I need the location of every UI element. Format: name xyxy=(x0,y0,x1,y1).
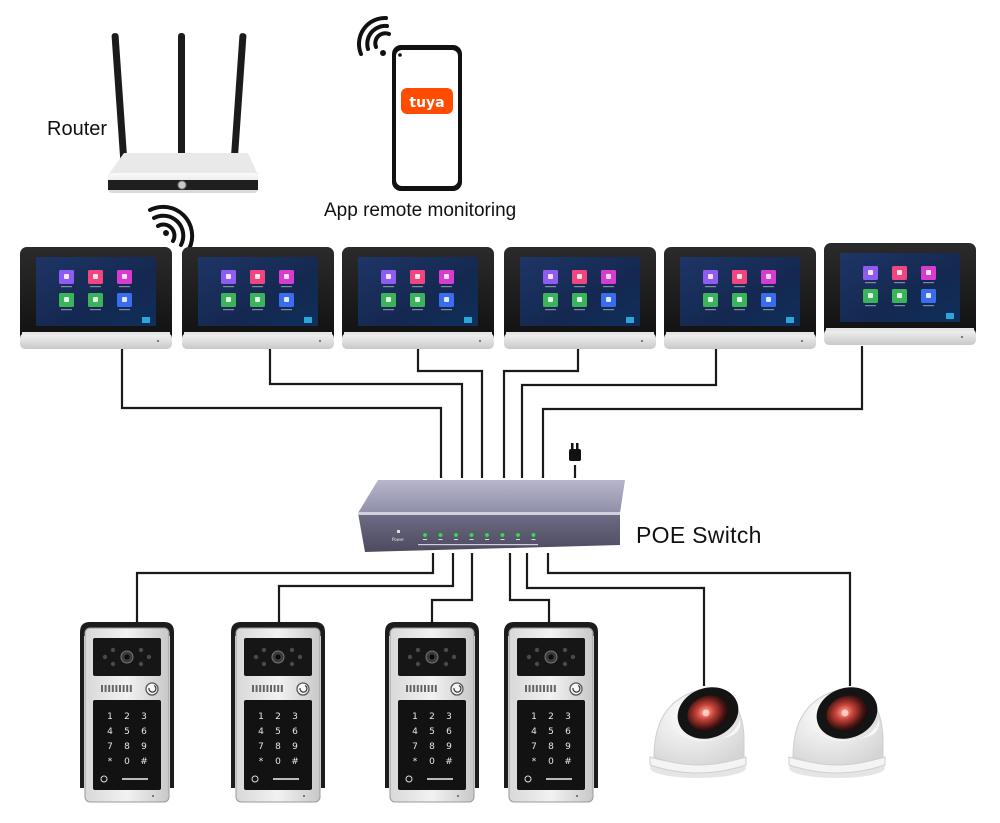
indoor-monitor-icon xyxy=(182,247,334,349)
cable-camera-2 xyxy=(546,553,852,686)
svg-text:7: 7 xyxy=(258,742,264,752)
indoor-monitor-icon xyxy=(504,247,656,349)
tuya-logo-text: tuya xyxy=(409,95,444,111)
poe-switch-label: POE Switch xyxy=(636,522,762,548)
dome-camera-icon xyxy=(649,687,747,778)
cable-door-1 xyxy=(135,553,435,624)
svg-text:0: 0 xyxy=(275,757,281,767)
svg-text:8: 8 xyxy=(275,742,281,752)
smartphone-icon: tuya xyxy=(392,45,462,191)
cable-door-4 xyxy=(508,553,551,624)
door-station-icon: 1 2 3 4 5 6 7 8 9 * 0 # xyxy=(504,622,598,803)
svg-text:6: 6 xyxy=(292,727,298,737)
svg-text:#: # xyxy=(140,757,148,767)
svg-text:2: 2 xyxy=(429,712,435,722)
svg-text:1: 1 xyxy=(107,712,113,722)
camera-group xyxy=(649,687,886,778)
cable-camera-1 xyxy=(525,553,706,686)
cable-lines xyxy=(120,346,864,686)
wifi-icon xyxy=(148,204,195,251)
svg-text:Power: Power xyxy=(392,537,404,542)
cable-monitor-1 xyxy=(120,348,443,478)
svg-text:0: 0 xyxy=(124,757,130,767)
svg-text:3: 3 xyxy=(141,712,147,722)
svg-text:6: 6 xyxy=(565,727,571,737)
svg-text:9: 9 xyxy=(565,742,571,752)
cable-monitor-4 xyxy=(502,348,580,478)
svg-text:6: 6 xyxy=(446,727,452,737)
svg-text:*: * xyxy=(108,757,113,767)
cable-monitor-3 xyxy=(416,348,484,478)
svg-text:7: 7 xyxy=(531,742,537,752)
router-icon xyxy=(108,33,258,193)
svg-text:1: 1 xyxy=(258,712,264,722)
svg-text:3: 3 xyxy=(446,712,452,722)
indoor-monitor-icon xyxy=(664,247,816,349)
door-station-icon: 1 2 3 4 5 6 7 8 9 * 0 # xyxy=(231,622,325,803)
svg-text:8: 8 xyxy=(124,742,130,752)
svg-text:8: 8 xyxy=(548,742,554,752)
svg-text:1: 1 xyxy=(531,712,537,722)
svg-text:5: 5 xyxy=(429,727,435,737)
svg-text:4: 4 xyxy=(531,727,537,737)
indoor-monitor-icon xyxy=(824,243,976,345)
svg-text:9: 9 xyxy=(446,742,452,752)
network-switch-icon: Power xyxy=(358,443,625,552)
app-remote-monitoring-label: App remote monitoring xyxy=(324,200,517,221)
svg-text:9: 9 xyxy=(292,742,298,752)
svg-text:#: # xyxy=(291,757,299,767)
svg-text:#: # xyxy=(564,757,572,767)
svg-text:*: * xyxy=(532,757,537,767)
wifi-icon xyxy=(357,15,391,56)
svg-text:7: 7 xyxy=(107,742,113,752)
svg-text:9: 9 xyxy=(141,742,147,752)
svg-text:*: * xyxy=(413,757,418,767)
cable-door-2 xyxy=(277,553,455,624)
svg-text:5: 5 xyxy=(548,727,554,737)
monitor-group xyxy=(20,243,976,349)
door-station-icon: 1 2 3 4 5 6 7 8 9 * 0 # xyxy=(385,622,479,803)
svg-text:4: 4 xyxy=(107,727,113,737)
cable-door-3 xyxy=(430,553,474,624)
svg-text:4: 4 xyxy=(258,727,264,737)
tuya-logo xyxy=(401,88,453,114)
indoor-monitor-icon xyxy=(342,247,494,349)
cable-monitor-2 xyxy=(268,348,464,478)
svg-text:0: 0 xyxy=(548,757,554,767)
svg-text:2: 2 xyxy=(124,712,130,722)
door-station-icon: 1 2 3 4 5 6 7 8 9 * 0 # xyxy=(80,622,174,803)
router-label: Router xyxy=(47,118,108,140)
svg-text:5: 5 xyxy=(124,727,130,737)
door-station-group: 1 2 3 4 5 6 7 8 9 * 0 #1 2 3 4 5 6 7 8 9 * 0 #1 2 3 4 5 6 7 8 9 * 0 #1 2 3 4… xyxy=(80,622,598,803)
svg-text:#: # xyxy=(445,757,453,767)
svg-text:6: 6 xyxy=(141,727,147,737)
svg-text:4: 4 xyxy=(412,727,418,737)
svg-text:3: 3 xyxy=(292,712,298,722)
cable-monitor-6 xyxy=(541,346,864,478)
svg-text:0: 0 xyxy=(429,757,435,767)
svg-text:1: 1 xyxy=(412,712,418,722)
svg-text:3: 3 xyxy=(565,712,571,722)
svg-text:7: 7 xyxy=(412,742,418,752)
dome-camera-icon xyxy=(788,687,886,778)
indoor-monitor-icon xyxy=(20,247,172,349)
svg-text:*: * xyxy=(259,757,264,767)
svg-text:2: 2 xyxy=(275,712,281,722)
svg-text:8: 8 xyxy=(429,742,435,752)
svg-text:5: 5 xyxy=(275,727,281,737)
port-leds xyxy=(423,533,536,540)
cable-monitor-5 xyxy=(520,348,718,478)
svg-text:2: 2 xyxy=(548,712,554,722)
